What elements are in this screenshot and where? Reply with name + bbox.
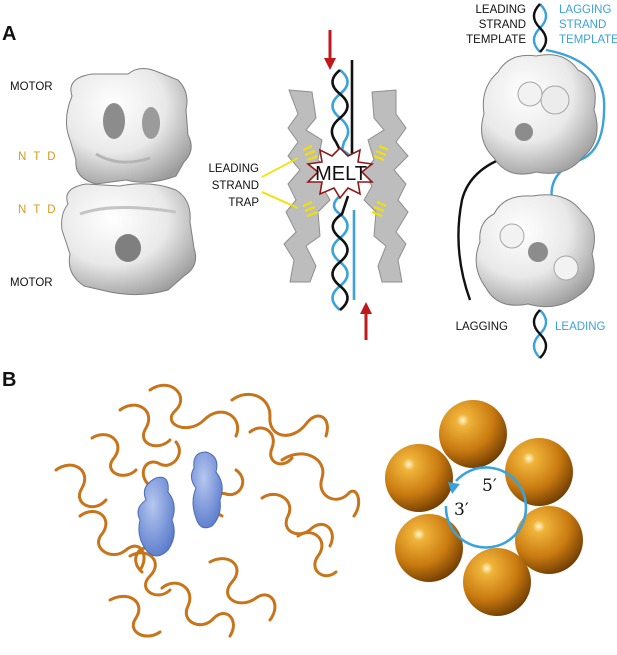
upper-hexamer [66, 68, 192, 185]
cutaway-density [283, 89, 409, 283]
label-leading-template-line1: LEADING [476, 4, 527, 16]
label-5-prime: 5′ [482, 476, 497, 496]
label-3-prime: 3′ [454, 500, 469, 520]
trap-marks [302, 144, 389, 218]
upper-right-hexamer [481, 54, 598, 175]
panel-label-a: A [2, 23, 16, 45]
trap-pointers [261, 157, 299, 209]
label-trap-line2: STRAND [212, 180, 259, 192]
label-leading-template-line2: STRAND [479, 19, 526, 31]
label-leading: LEADING [555, 321, 606, 333]
label-leading-template-line3: TEMPLATE [466, 34, 526, 46]
label-lagging-template-line3: TEMPLATE [559, 34, 617, 46]
subunit-sphere-4 [463, 548, 531, 616]
label-ntd-top: N T D [18, 151, 58, 163]
subunit-sphere-2 [505, 438, 573, 506]
label-trap-line1: LEADING [209, 163, 260, 175]
middle-dna-duplex [330, 60, 356, 312]
panel-label-b: B [2, 369, 16, 391]
label-motor-bottom: MOTOR [10, 277, 53, 289]
subunit-sphere-5 [395, 514, 463, 582]
central-ssdna-loop [444, 466, 528, 549]
em-density-map [61, 68, 197, 296]
label-lagging-template-line1: LAGGING [559, 4, 611, 16]
subunit-sphere-6 [385, 444, 453, 512]
dna-surface-left [137, 476, 175, 557]
subunit-sphere-1 [439, 400, 507, 468]
label-trap-line3: TRAP [228, 197, 259, 209]
melt-burst [306, 146, 374, 200]
lower-hexamer [61, 183, 197, 296]
arrow-top [324, 30, 336, 70]
label-lagging-template-line2: STRAND [559, 19, 606, 31]
arrow-bottom [360, 302, 372, 340]
dna-surface-right [190, 451, 223, 529]
ribbon-structure [54, 383, 361, 638]
subunit-sphere-3 [515, 506, 583, 574]
label-ntd-bottom: N T D [18, 204, 58, 216]
label-lagging: LAGGING [456, 321, 508, 333]
label-melt: MELT [315, 163, 367, 185]
lower-right-hexamer [475, 194, 595, 308]
label-motor-top: MOTOR [10, 81, 53, 93]
sphere-ring [385, 400, 583, 616]
